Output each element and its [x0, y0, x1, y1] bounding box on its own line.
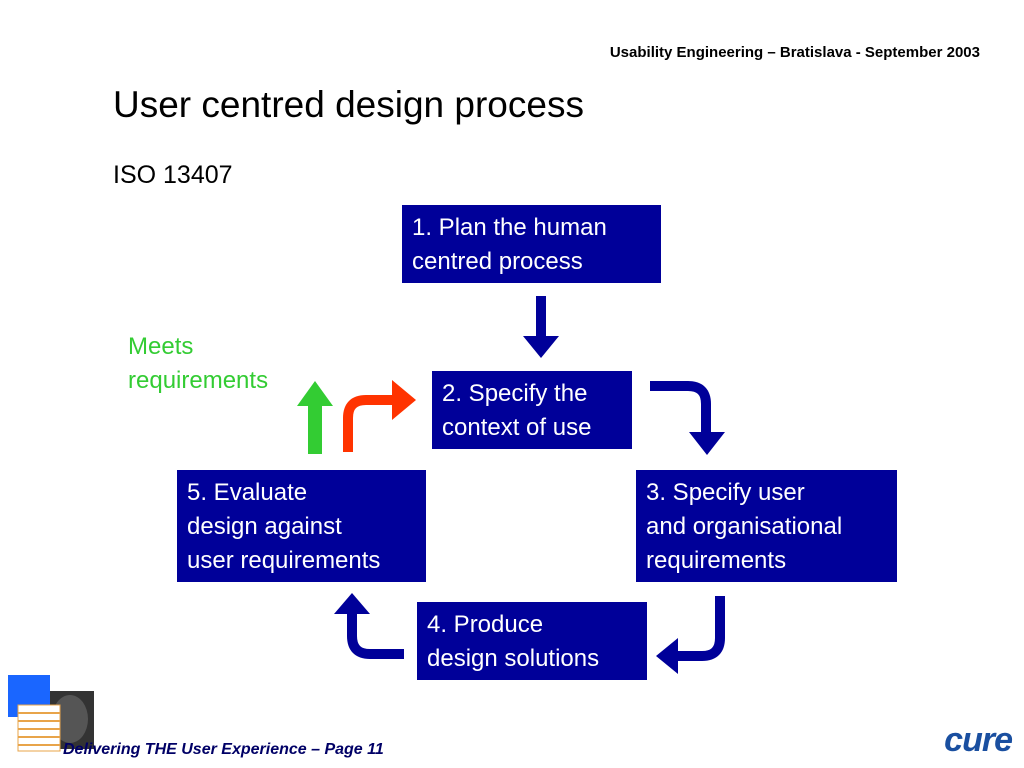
step-evaluate-box: 5. Evaluate design against user requirem…: [177, 470, 426, 582]
step-requirements-line-2: and organisational: [646, 513, 843, 540]
arrow-design-to-evaluate: [334, 593, 404, 659]
step-context-line-1: 2. Specify the: [442, 380, 588, 407]
step-context-line-2: context of use: [442, 414, 592, 441]
subtitle: ISO 13407: [113, 161, 233, 189]
step-design-line-2: design solutions: [427, 645, 600, 672]
step-plan-line-2: centred process: [412, 248, 583, 275]
step-evaluate-line-1: 5. Evaluate: [187, 479, 308, 506]
step-design-line-1: 4. Produce: [427, 611, 544, 638]
arrow-iterate-to-context: [343, 380, 416, 452]
step-requirements-box: 3. Specify user and organisational requi…: [636, 470, 897, 582]
step-plan-box: 1. Plan the human centred process: [402, 205, 661, 283]
page-title: User centred design process: [113, 84, 584, 125]
step-requirements-line-3: requirements: [646, 547, 787, 574]
arrow-meets-requirements: [297, 381, 333, 454]
step-context-box: 2. Specify the context of use: [432, 371, 632, 449]
meets-line-1: Meets: [128, 333, 194, 360]
header-text: Usability Engineering – Bratislava - Sep…: [609, 44, 980, 61]
arrow-requirements-to-design: [656, 596, 725, 674]
step-evaluate-line-2: design against: [187, 513, 342, 540]
step-design-box: 4. Produce design solutions: [417, 602, 647, 680]
arrow-context-to-requirements: [650, 381, 725, 455]
step-plan-line-1: 1. Plan the human: [412, 214, 607, 241]
cure-logo: cure: [944, 721, 1013, 759]
step-requirements-line-1: 3. Specify user: [646, 479, 805, 506]
step-evaluate-line-3: user requirements: [187, 547, 381, 574]
corner-logo-icon: [8, 675, 94, 752]
arrow-plan-to-context: [523, 296, 559, 358]
meets-requirements-label: Meets requirements: [128, 330, 268, 398]
meets-line-2: requirements: [128, 367, 269, 394]
footer-text: Delivering THE User Experience – Page 11: [63, 741, 384, 758]
